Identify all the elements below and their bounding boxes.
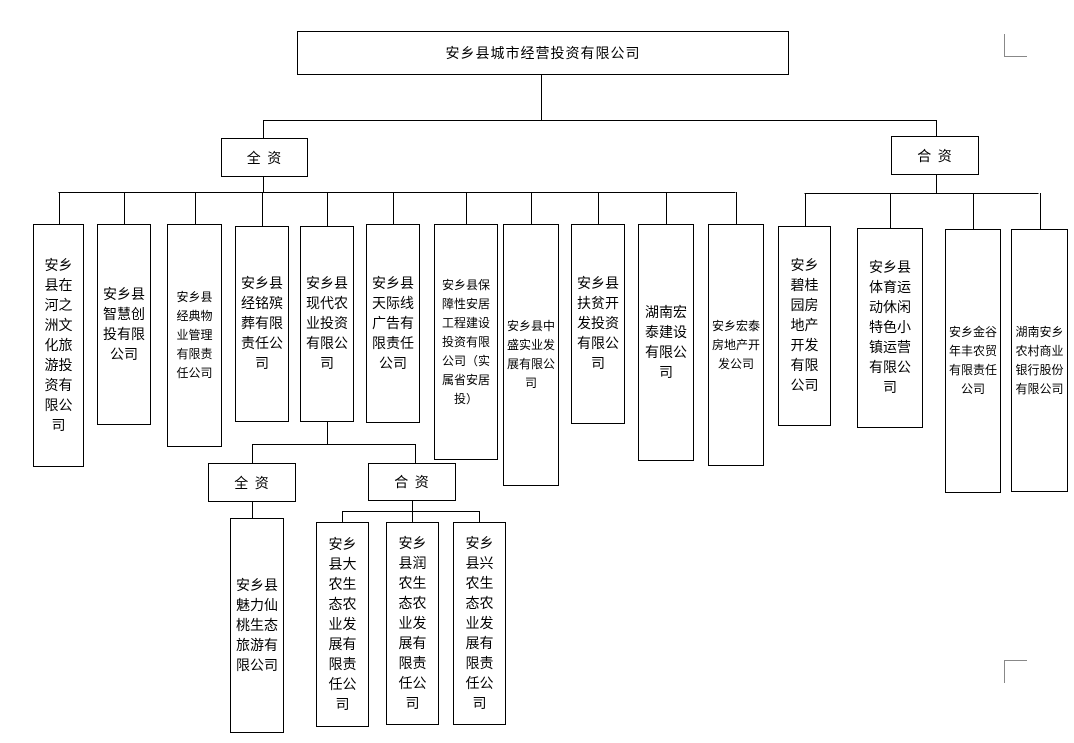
- company-box: 安乡宏泰房地产开发公司: [708, 224, 764, 466]
- sub-category-wholly-owned: 全 资: [208, 463, 296, 502]
- company-box: 湖南宏泰建设有限公司: [638, 224, 694, 461]
- company-box: 安乡县体育运动休闲特色小镇运营有限公司: [857, 228, 923, 428]
- root-company: 安乡县城市经营投资有限公司: [297, 31, 789, 75]
- category-wholly-owned: 全 资: [221, 138, 308, 177]
- sub-company-box: 安乡县润农生态农业发展有限责任公司: [386, 522, 439, 725]
- company-box: 安乡县扶贫开发投资有限公司: [571, 224, 625, 424]
- company-box: 湖南安乡农村商业银行股份有限公司: [1011, 229, 1068, 492]
- sub-company-box: 安乡县兴农生态农业发展有限责任公司: [453, 522, 506, 725]
- company-box: 安乡县经典物业管理有限责任公司: [167, 224, 222, 447]
- company-box: 安乡县智慧创投有限公司: [97, 224, 151, 425]
- company-box: 安乡县在河之洲文化旅游投资有限公司: [33, 224, 84, 467]
- company-box: 安乡县保障性安居工程建设投资有限公司（实属省安居投）: [434, 224, 498, 460]
- company-box: 安乡县经铭殡葬有限责任公司: [235, 226, 289, 422]
- company-box: 安乡碧桂园房地产开发有限公司: [778, 226, 831, 426]
- category-joint-venture: 合 资: [891, 136, 979, 175]
- company-box: 安乡县现代农业投资有限公司: [300, 226, 354, 422]
- sub-company-box: 安乡县魅力仙桃生态旅游有限公司: [230, 518, 284, 733]
- company-box: 安乡县中盛实业发展有限公司: [503, 224, 559, 486]
- company-box: 安乡县天际线广告有限责任公司: [366, 224, 420, 423]
- crop-mark-bottom-right: [1004, 660, 1027, 683]
- sub-category-joint-venture: 合 资: [368, 463, 456, 501]
- company-box: 安乡金谷年丰农贸有限责任公司: [945, 229, 1001, 493]
- sub-company-box: 安乡县大农生态农业发展有限责任公司: [316, 522, 369, 727]
- crop-mark-top-right: [1004, 34, 1027, 57]
